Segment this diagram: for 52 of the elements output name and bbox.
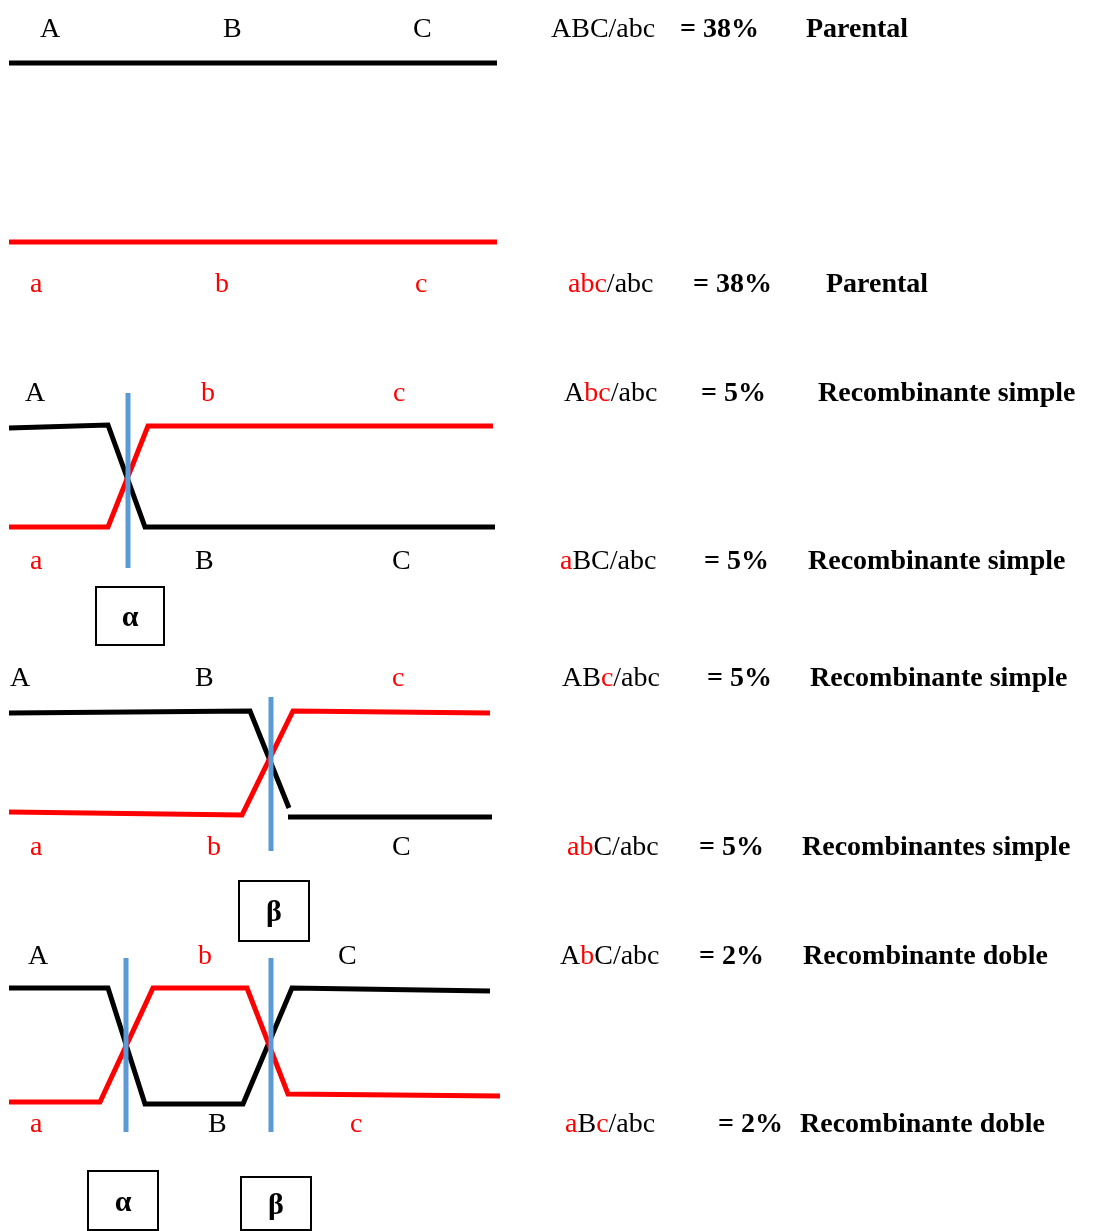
frequency-label: = 5% xyxy=(699,832,764,860)
allele-label: a xyxy=(30,269,43,297)
allele-label: b xyxy=(198,941,212,969)
allele-label: C xyxy=(338,941,357,969)
allele-label: b xyxy=(207,832,221,860)
class-label: Recombinante doble xyxy=(803,941,1048,969)
class-label: Parental xyxy=(826,269,929,297)
genotype-label: ABc/abc xyxy=(562,663,660,691)
genotype-label: abc/abc xyxy=(568,269,654,297)
frequency-label: = 5% xyxy=(707,663,772,691)
genotype-label: Abc/abc xyxy=(564,378,658,406)
frequency-label: = 2% xyxy=(699,941,764,969)
allele-label: B xyxy=(208,1109,227,1137)
allele-label: A xyxy=(40,14,61,42)
allele-label: C xyxy=(413,14,432,42)
genotype-label: aBC/abc xyxy=(560,546,657,574)
frequency-label: = 2% xyxy=(718,1109,783,1137)
allele-label: B xyxy=(223,14,242,42)
genotype-label: aBc/abc xyxy=(565,1109,656,1137)
allele-label: a xyxy=(30,832,43,860)
allele-label: b xyxy=(201,378,215,406)
crossover-box: β xyxy=(240,1176,312,1231)
frequency-label: = 5% xyxy=(701,378,766,406)
frequency-label: = 38% xyxy=(680,14,759,42)
allele-label: c xyxy=(350,1109,363,1137)
crossover-box: α xyxy=(95,586,165,646)
frequency-label: = 38% xyxy=(693,269,772,297)
allele-label: b xyxy=(215,269,229,297)
allele-label: B xyxy=(195,663,214,691)
allele-label: c xyxy=(392,663,405,691)
allele-label: A xyxy=(10,663,31,691)
crossover-box: α xyxy=(87,1170,159,1231)
allele-label: A xyxy=(28,941,49,969)
class-label: Parental xyxy=(806,14,909,42)
class-label: Recombinante simple xyxy=(808,546,1066,574)
allele-label: A xyxy=(25,378,46,406)
frequency-label: = 5% xyxy=(704,546,769,574)
allele-label: c xyxy=(415,269,428,297)
allele-label: a xyxy=(30,546,43,574)
genotype-label: ABC/abc xyxy=(551,14,656,42)
class-label: Recombinantes simple xyxy=(802,832,1071,860)
allele-label: c xyxy=(393,378,406,406)
allele-label: C xyxy=(392,546,411,574)
crossover-box: β xyxy=(238,880,310,942)
class-label: Recombinante simple xyxy=(818,378,1076,406)
class-label: Recombinante simple xyxy=(810,663,1068,691)
genotype-label: AbC/abc xyxy=(560,941,660,969)
allele-label: C xyxy=(392,832,411,860)
allele-label: B xyxy=(195,546,214,574)
genotype-label: abC/abc xyxy=(567,832,659,860)
allele-label: a xyxy=(30,1109,43,1137)
class-label: Recombinante doble xyxy=(800,1109,1045,1137)
